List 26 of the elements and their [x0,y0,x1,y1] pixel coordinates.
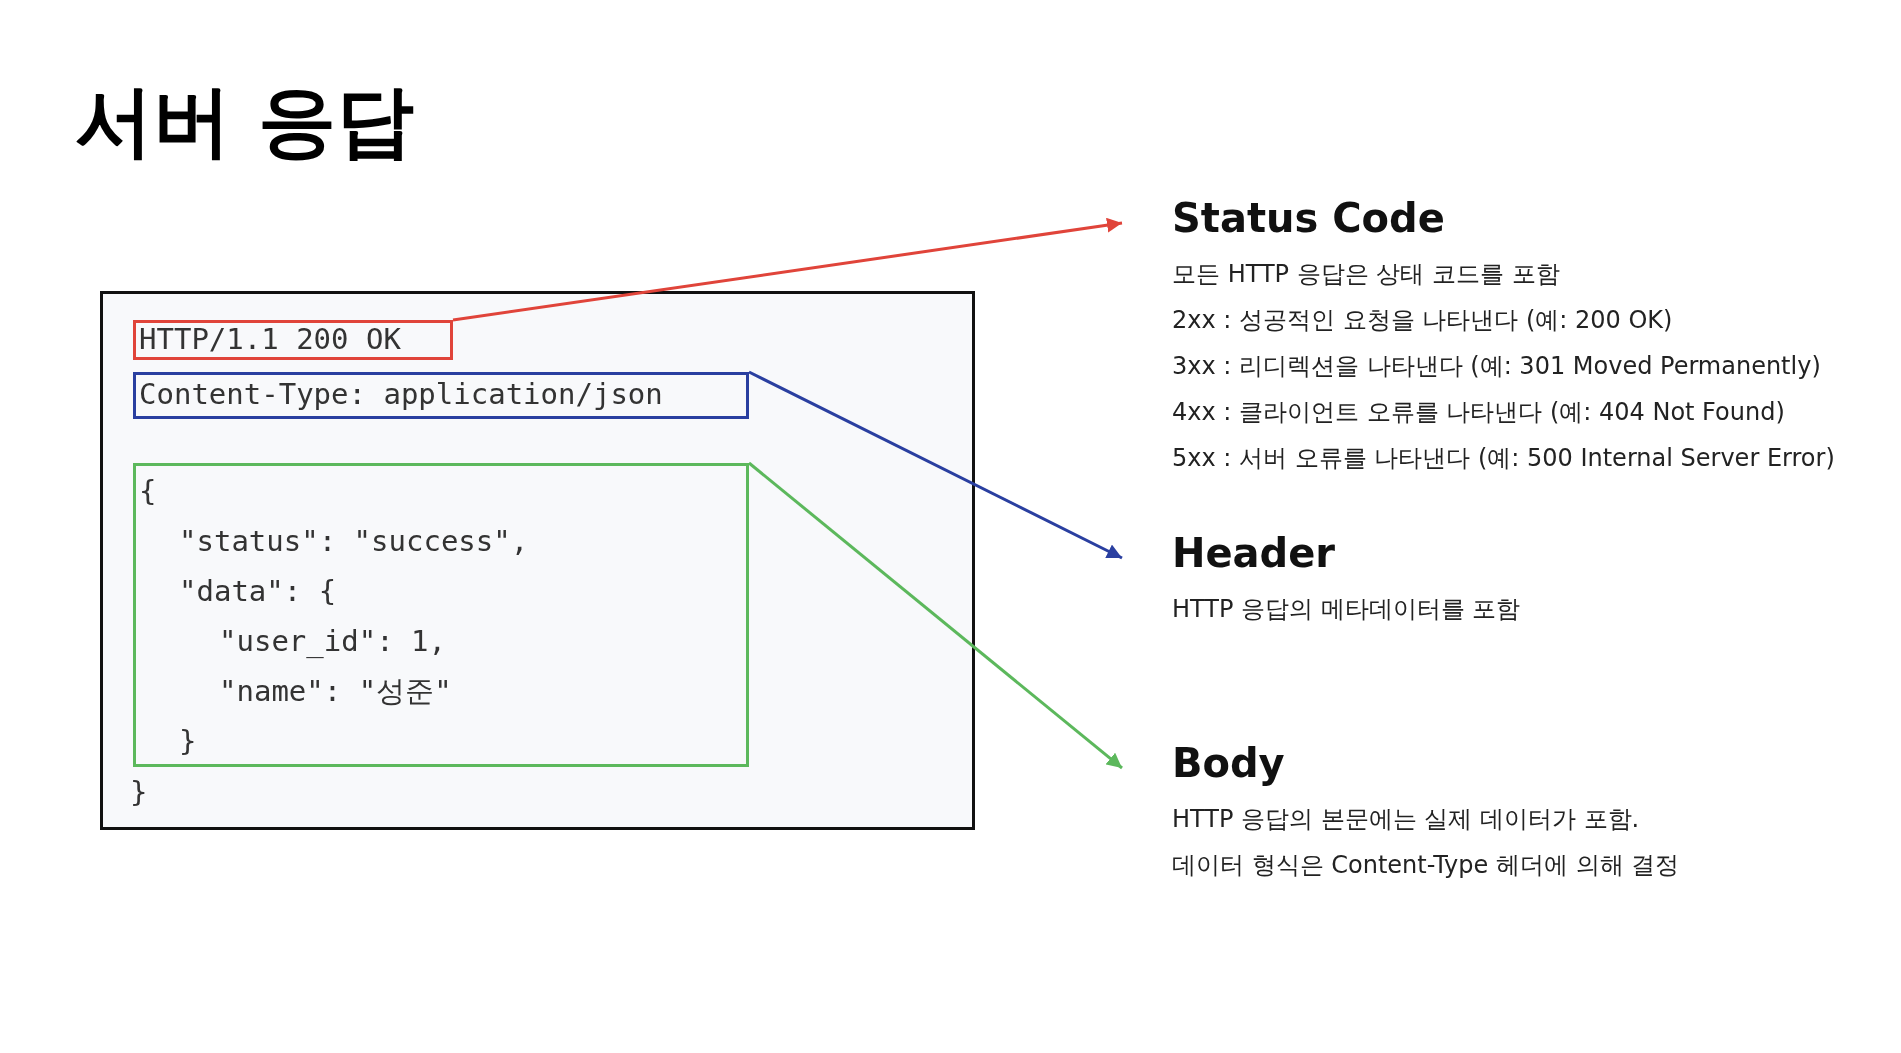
description-text: 4xx : 클라이언트 오류를 나타낸다 (예: 404 Not Found) [1172,397,1785,428]
leader-arrow [748,370,1123,560]
page-title: 서버 응답 [75,75,415,168]
code-line: } [130,774,148,811]
section-heading: Header [1172,530,1336,576]
section-heading: Body [1172,740,1285,786]
description-text: HTTP 응답의 메타데이터를 포함 [1172,594,1521,625]
description-text: 데이터 형식은 Content-Type 헤더에 의해 결정 [1172,850,1680,881]
description-text: HTTP 응답의 본문에는 실제 데이터가 포함. [1172,804,1640,835]
code-line: } [179,723,197,760]
section-heading: Status Code [1172,195,1445,241]
code-line: "user_id": 1, [219,623,446,660]
code-line: "data": { [179,573,337,610]
description-text: 3xx : 리디렉션을 나타낸다 (예: 301 Moved Permanently) [1172,351,1821,382]
code-line: Content-Type: application/json [139,376,663,413]
description-text: 2xx : 성공적인 요청을 나타낸다 (예: 200 OK) [1172,305,1673,336]
leader-arrow [452,217,1123,322]
leader-arrow [748,461,1123,770]
body-box [133,463,749,767]
description-text: 모든 HTTP 응답은 상태 코드를 포함 [1172,259,1560,290]
code-line: { [139,473,157,510]
code-line: HTTP/1.1 200 OK [139,323,401,355]
code-line: "status": "success", [179,523,529,560]
description-text: 5xx : 서버 오류를 나타낸다 (예: 500 Internal Server Error) [1172,443,1835,474]
code-panel [100,291,975,830]
code-line: "name": "성준" [219,673,452,710]
